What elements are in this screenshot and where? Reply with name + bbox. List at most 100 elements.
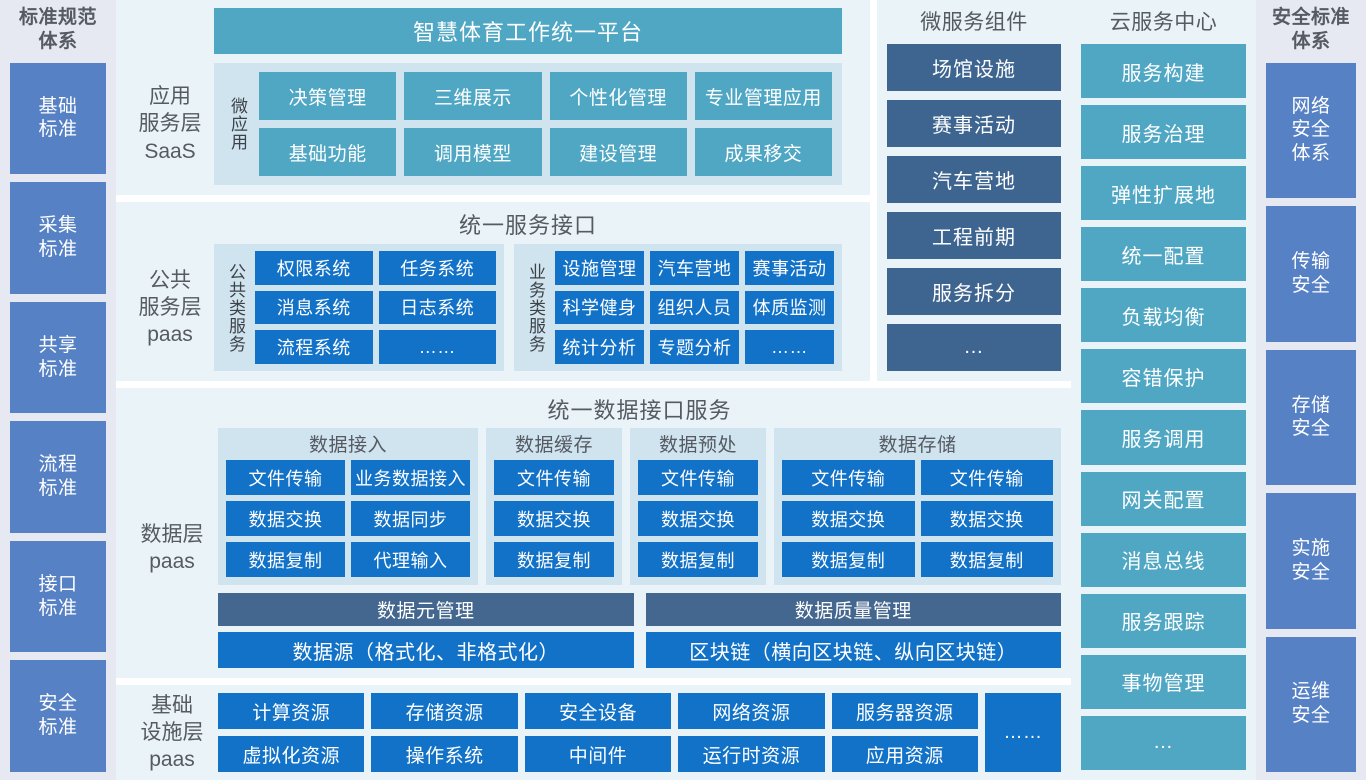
public-service-item-more[interactable]: ……: [378, 330, 496, 364]
infra-item[interactable]: 存储资源: [371, 693, 518, 729]
right-rail-item[interactable]: 实施 安全: [1266, 493, 1356, 629]
micro-app-item[interactable]: 专业管理应用: [694, 72, 832, 120]
business-service-item-more[interactable]: ……: [745, 330, 834, 364]
data-item[interactable]: 数据交换: [638, 501, 758, 536]
data-item[interactable]: 文件传输: [494, 460, 614, 495]
left-rail-item[interactable]: 采集 标准: [10, 182, 106, 294]
left-rail-item[interactable]: 基础 标准: [10, 62, 106, 175]
cloud-item[interactable]: 负载均衡: [1081, 288, 1246, 343]
micro-app-item[interactable]: 建设管理: [549, 128, 687, 176]
infra-item[interactable]: 操作系统: [371, 736, 518, 772]
business-service-item[interactable]: 设施管理: [555, 251, 644, 285]
data-item[interactable]: 数据复制: [920, 542, 1053, 577]
microservice-item[interactable]: 服务拆分: [887, 268, 1061, 315]
saas-layer-label: 应用 服务层 SaaS: [138, 85, 202, 163]
cloud-item-more[interactable]: …: [1081, 715, 1246, 770]
business-service-vertical-label: 业务类服务: [526, 262, 545, 353]
business-service-grid: 设施管理 汽车营地 赛事活动 科学健身 组织人员 体质监测 统计分析 专题分析 …: [555, 251, 834, 364]
data-item[interactable]: 数据同步: [351, 501, 470, 536]
public-service-item[interactable]: 权限系统: [255, 251, 373, 285]
right-rail-item[interactable]: 存储 安全: [1266, 349, 1356, 486]
data-item[interactable]: 数据交换: [226, 501, 345, 536]
cloud-item[interactable]: 服务治理: [1081, 105, 1246, 160]
microservice-item[interactable]: 赛事活动: [887, 100, 1061, 147]
public-service-item[interactable]: 任务系统: [378, 251, 496, 285]
right-rail-item[interactable]: 传输 安全: [1266, 206, 1356, 342]
cloud-item[interactable]: 消息总线: [1081, 532, 1246, 587]
left-rail-item[interactable]: 流程 标准: [10, 421, 106, 533]
public-service-item[interactable]: 日志系统: [378, 290, 496, 325]
left-rail-standards: 标准规范 体系 基础 标准 采集 标准 共享 标准 流程 标准 接口 标准 安全…: [0, 0, 116, 780]
business-service-item[interactable]: 汽车营地: [650, 251, 739, 285]
public-service-item[interactable]: 流程系统: [255, 330, 373, 364]
data-group-grid: 文件传输 文件传输 数据交换 数据交换 数据复制 数据复制: [782, 460, 1053, 577]
micro-app-item[interactable]: 基础功能: [259, 128, 397, 176]
microservice-item[interactable]: 汽车营地: [887, 156, 1061, 203]
unified-platform-title[interactable]: 智慧体育工作统一平台: [214, 8, 842, 54]
data-band-dark[interactable]: 数据元管理: [218, 593, 634, 626]
micro-app-group: 微应用 决策管理 三维展示 个性化管理 专业管理应用 基础功能 调用模型 建设管…: [214, 63, 842, 185]
business-service-item[interactable]: 赛事活动: [745, 251, 834, 285]
right-rail-item[interactable]: 网络 安全 体系: [1266, 62, 1356, 199]
data-item[interactable]: 数据复制: [782, 542, 915, 577]
business-service-item[interactable]: 专题分析: [650, 330, 739, 364]
data-item[interactable]: 数据交换: [782, 501, 915, 536]
data-item[interactable]: 数据复制: [638, 542, 758, 577]
cloud-item[interactable]: 事物管理: [1081, 654, 1246, 709]
micro-app-item[interactable]: 个性化管理: [549, 72, 687, 120]
data-group-grid: 文件传输 数据交换 数据复制: [638, 460, 758, 577]
data-item[interactable]: 文件传输: [782, 460, 915, 495]
data-band-dark[interactable]: 数据质量管理: [645, 593, 1061, 626]
cloud-list: 服务构建 服务治理 弹性扩展地 统一配置 负载均衡 容错保护 服务调用 网关配置…: [1081, 44, 1246, 770]
data-item[interactable]: 代理输入: [351, 542, 470, 577]
cloud-item[interactable]: 网关配置: [1081, 471, 1246, 526]
infra-item[interactable]: 安全设备: [524, 693, 672, 729]
data-item[interactable]: 数据复制: [494, 542, 614, 577]
infra-item[interactable]: 运行时资源: [678, 736, 825, 772]
public-service-item[interactable]: 消息系统: [255, 290, 373, 325]
business-service-item[interactable]: 体质监测: [745, 290, 834, 325]
left-rail-item[interactable]: 安全 标准: [10, 660, 106, 772]
cloud-item[interactable]: 服务跟踪: [1081, 593, 1246, 648]
saas-top: 智慧体育工作统一平台: [126, 8, 860, 54]
left-rail-item[interactable]: 共享 标准: [10, 301, 106, 414]
right-rail-title: 安全标准 体系: [1271, 7, 1350, 53]
micro-app-item[interactable]: 成果移交: [694, 128, 832, 176]
business-service-item[interactable]: 组织人员: [650, 290, 739, 325]
cloud-item[interactable]: 服务构建: [1081, 44, 1246, 99]
data-item[interactable]: 数据交换: [920, 501, 1053, 536]
business-service-item[interactable]: 科学健身: [555, 290, 644, 325]
infra-item[interactable]: 服务器资源: [831, 693, 978, 729]
right-rail-item[interactable]: 运维 安全: [1266, 636, 1356, 772]
infra-item[interactable]: 应用资源: [831, 736, 978, 772]
data-item[interactable]: 文件传输: [638, 460, 758, 495]
infra-item[interactable]: 网络资源: [678, 693, 825, 729]
infra-item[interactable]: 中间件: [524, 736, 672, 772]
microservice-item[interactable]: 场馆设施: [887, 44, 1061, 91]
cloud-item[interactable]: 服务调用: [1081, 410, 1246, 465]
infra-item[interactable]: 虚拟化资源: [218, 736, 365, 772]
cloud-item[interactable]: 弹性扩展地: [1081, 166, 1246, 221]
right-rail-list: 网络 安全 体系 传输 安全 存储 安全 实施 安全 运维 安全: [1266, 62, 1356, 772]
micro-app-item[interactable]: 决策管理: [259, 72, 397, 120]
left-rail-item[interactable]: 接口 标准: [10, 540, 106, 653]
cloud-item[interactable]: 统一配置: [1081, 227, 1246, 282]
infra-item[interactable]: 计算资源: [218, 693, 365, 729]
saas-paas-column: 智慧体育工作统一平台 应用 服务层 SaaS 微应用 决策管理 三维展示 个性化…: [116, 0, 870, 381]
business-service-item[interactable]: 统计分析: [555, 330, 644, 364]
data-item[interactable]: 业务数据接入: [351, 460, 470, 495]
microservice-item[interactable]: 工程前期: [887, 212, 1061, 259]
data-item[interactable]: 数据交换: [494, 501, 614, 536]
data-band-blue[interactable]: 数据源（格式化、非格式化）: [218, 632, 634, 668]
infra-item-more[interactable]: ……: [984, 693, 1061, 772]
data-group-title: 数据接入: [308, 435, 387, 456]
data-band-blue[interactable]: 区块链（横向区块链、纵向区块链）: [645, 632, 1061, 668]
paas-bottom: 公共 服务层 paas 公共类服务 权限系统 任务系统 消息系统 日志系统 流程…: [126, 244, 860, 371]
microservice-item-more[interactable]: …: [887, 324, 1061, 371]
micro-app-item[interactable]: 调用模型: [404, 128, 542, 176]
data-item[interactable]: 文件传输: [920, 460, 1053, 495]
cloud-item[interactable]: 容错保护: [1081, 349, 1246, 404]
data-item[interactable]: 数据复制: [226, 542, 345, 577]
data-item[interactable]: 文件传输: [226, 460, 345, 495]
micro-app-item[interactable]: 三维展示: [404, 72, 542, 120]
